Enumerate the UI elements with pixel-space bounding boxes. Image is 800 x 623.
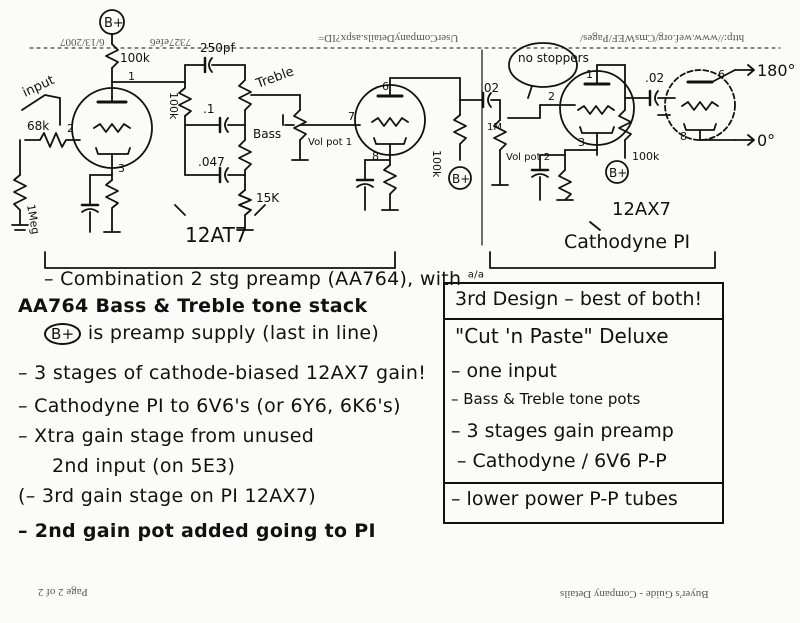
pin-label: 3 [118, 162, 125, 175]
design-item: – Bass & Treble tone pots [451, 390, 641, 408]
pin-label: 1 [586, 68, 593, 81]
bplus-v2-label: B+ [452, 172, 470, 186]
vol-pot-1-label: Vol pot 1 [308, 137, 352, 148]
note-text: is preamp supply (last in line) [87, 322, 380, 344]
r-100k-top-label: 100k [120, 51, 150, 65]
pin-label: 6 [382, 80, 389, 93]
tube1-label: 12AT7 [185, 223, 248, 247]
note-sup: a/a [467, 269, 485, 281]
design-item: – one input [451, 360, 557, 382]
design-summary-box: 3rd Design – best of both! "Cut 'n Paste… [443, 282, 724, 524]
pin-label: 2 [67, 122, 74, 135]
pin-label: 6 [718, 68, 725, 81]
r-1meg-label: 1Meg [24, 203, 42, 235]
design-footer: – lower power P-P tubes [451, 488, 678, 510]
note-line-4: – 3 stages of cathode-biased 12AX7 gain! [18, 362, 427, 384]
note-text: – Combination 2 stg preamp (AA764), with [44, 268, 462, 290]
r-100k-vert-label: 100k [167, 92, 180, 120]
note-line-2: AA764 Bass & Treble tone stack [18, 295, 368, 317]
design-footer-divider [445, 482, 722, 484]
design-title-divider [445, 318, 722, 320]
r-100k-v2-label: 100k [430, 150, 443, 178]
design-subtitle: "Cut 'n Paste" Deluxe [455, 324, 669, 348]
note-line-6: – Xtra gain stage from unused [18, 425, 315, 447]
c-02b-label: .02 [645, 71, 664, 85]
note-line-7: 2nd input (on 5E3) [52, 455, 236, 477]
treble-label: Treble [253, 64, 296, 92]
vol-pot-2-label: Vol pot 2 [506, 152, 550, 163]
note-line-1: – Combination 2 stg preamp (AA764), with… [44, 268, 484, 290]
pin-label: 1 [128, 70, 135, 83]
r-15k-label: 15K [256, 191, 280, 205]
bplus-badge: B+ [44, 323, 82, 345]
r-68k-label: 68k [27, 119, 49, 133]
design-item: – Cathodyne / 6V6 P-P [457, 450, 667, 472]
no-stoppers-label: no stoppers [518, 51, 589, 65]
note-line-9: – 2nd gain pot added going to PI [18, 520, 376, 542]
out-0-label: 0° [757, 131, 775, 150]
design-item: – 3 stages gain preamp [451, 420, 674, 442]
bplus-top-label: B+ [104, 16, 124, 31]
c-250pf-label: 250pf [200, 41, 236, 55]
pin-label: 3 [578, 136, 585, 149]
pin-label: 2 [548, 90, 555, 103]
out-180-label: 180° [757, 61, 796, 80]
pin-label: 8 [372, 150, 379, 163]
design-title: 3rd Design – best of both! [455, 288, 703, 310]
r-1m-label: 1M [487, 122, 502, 133]
r-100k-v3-label: 100k [632, 150, 660, 163]
bass-label: Bass [253, 127, 281, 141]
bplus-v3-label: B+ [609, 166, 627, 180]
note-line-8: (– 3rd gain stage on PI 12AX7) [18, 485, 316, 507]
note-line-3: B+ is preamp supply (last in line) [44, 322, 379, 345]
c-047-label: .047 [198, 155, 225, 169]
tube2-label: 12AX7 [612, 199, 671, 220]
note-line-5: – Cathodyne PI to 6V6's (or 6Y6, 6K6's) [18, 395, 401, 417]
c-point1-label: .1 [203, 102, 214, 116]
c-02a-label: .02 [480, 81, 499, 95]
pin-label: 7 [348, 110, 355, 123]
cathodyne-label: Cathodyne PI [564, 231, 690, 253]
pin-label: 8 [680, 130, 687, 143]
